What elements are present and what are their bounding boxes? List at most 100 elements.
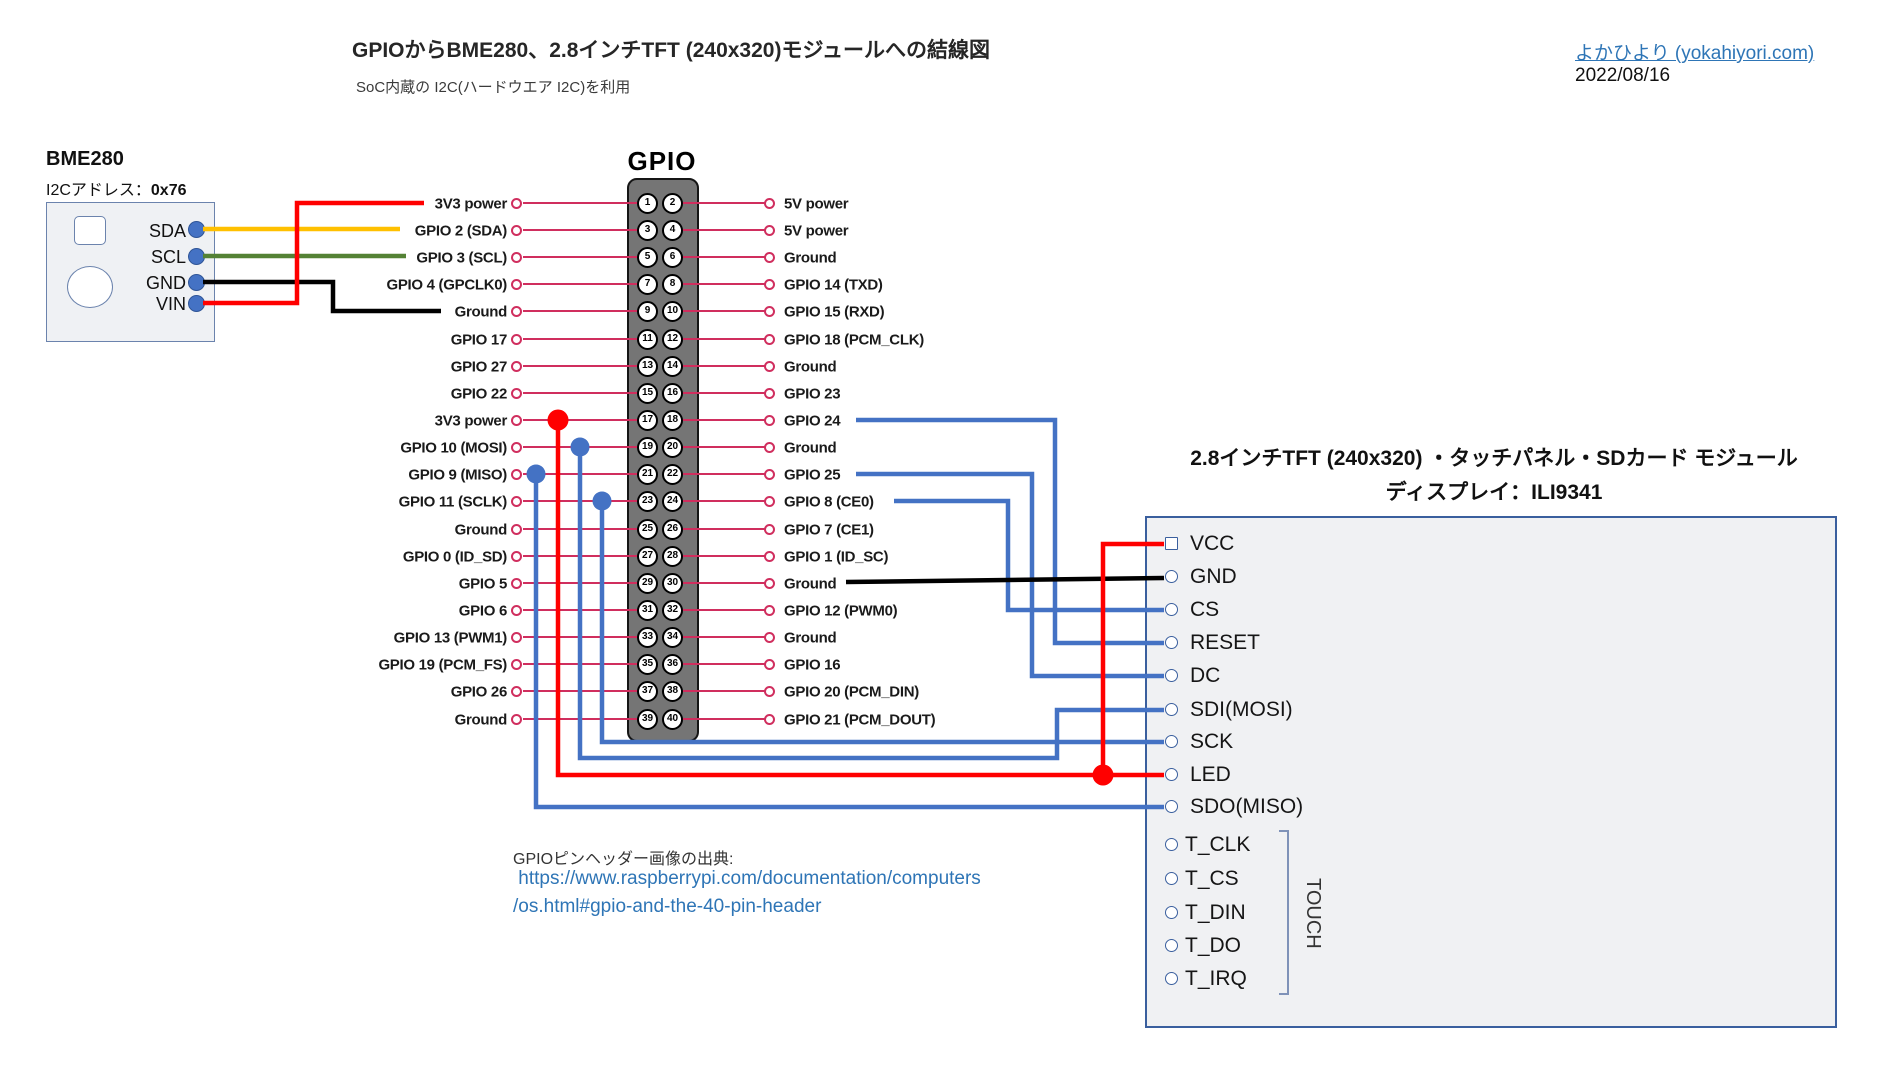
pin-number: 16 bbox=[662, 383, 683, 404]
leader-dot-left bbox=[511, 714, 522, 725]
tft-pin-row: SCK bbox=[0, 729, 1899, 755]
pin-number: 9 bbox=[637, 301, 658, 322]
pin-number: 20 bbox=[662, 437, 683, 458]
gpio-right-label: Ground bbox=[784, 439, 837, 456]
pin-number: 19 bbox=[637, 437, 658, 458]
leader-line-right bbox=[683, 419, 766, 421]
gpio-right-label: GPIO 18 (PCM_CLK) bbox=[784, 331, 924, 348]
gpio-right-label: GPIO 14 (TXD) bbox=[784, 276, 883, 293]
tft-pin-label: SDI(MOSI) bbox=[1190, 698, 1293, 721]
leader-dot-left bbox=[511, 306, 522, 317]
tft-pin-square bbox=[1165, 537, 1178, 550]
leader-dot-left bbox=[511, 496, 522, 507]
leader-line-left bbox=[523, 473, 640, 475]
tft-pin-label: CS bbox=[1190, 598, 1220, 621]
tft-touch-pin-row: T_DO bbox=[0, 933, 1899, 959]
bme280-mount-hole bbox=[67, 266, 113, 308]
leader-dot-right bbox=[764, 252, 775, 263]
tft-pin-circle bbox=[1165, 570, 1178, 583]
tft-pin-circle bbox=[1165, 972, 1178, 985]
pin-number: 13 bbox=[637, 356, 658, 377]
pin-number: 21 bbox=[637, 464, 658, 485]
leader-line-left bbox=[523, 690, 640, 692]
pin-number: 1 bbox=[637, 193, 658, 214]
leader-line-right bbox=[683, 500, 766, 502]
gpio-left-label: GPIO 5 bbox=[458, 575, 508, 592]
leader-dot-left bbox=[511, 632, 522, 643]
pin-number: 8 bbox=[662, 274, 683, 295]
gpio-right-label: GPIO 23 bbox=[784, 385, 841, 402]
leader-line-right bbox=[683, 392, 766, 394]
pin-number: 17 bbox=[637, 410, 658, 431]
leader-dot-right bbox=[764, 306, 775, 317]
image-source-caption: GPIOピンヘッダー画像の出典: bbox=[513, 851, 734, 868]
site-link[interactable]: よかひより (yokahiyori.com) bbox=[1575, 43, 1815, 64]
tft-pin-label: SDO(MISO) bbox=[1190, 795, 1304, 818]
tft-pin-circle bbox=[1165, 838, 1178, 851]
i2c-address-label: I2Cアドレス： bbox=[46, 182, 151, 199]
tft-pin-row: CS bbox=[0, 597, 1899, 623]
pin-number: 6 bbox=[662, 247, 683, 268]
pin-number: 3 bbox=[637, 220, 658, 241]
tft-pin-label: SCK bbox=[1190, 730, 1234, 753]
pin-number: 15 bbox=[637, 383, 658, 404]
tft-pin-circle bbox=[1165, 800, 1178, 813]
bme280-sensor-square bbox=[74, 216, 106, 245]
gpio-left-label: GPIO 4 (GPCLK0) bbox=[386, 276, 507, 293]
leader-dot-right bbox=[764, 496, 775, 507]
pin-number: 7 bbox=[637, 274, 658, 295]
leader-dot-right bbox=[764, 334, 775, 345]
leader-dot-right bbox=[764, 198, 775, 209]
gpio-left-label: GPIO 19 (PCM_FS) bbox=[378, 656, 507, 673]
touch-group-label: TOUCH bbox=[1302, 878, 1324, 949]
bme280-pin-label: SCL bbox=[150, 247, 186, 267]
tft-pin-row: DC bbox=[0, 663, 1899, 689]
tft-pin-label: T_DO bbox=[1185, 934, 1242, 957]
gpio-left-label: GPIO 2 (SDA) bbox=[414, 222, 508, 239]
gpio-left-label: GPIO 10 (MOSI) bbox=[400, 439, 507, 456]
gpio-left-label: 3V3 power bbox=[434, 195, 508, 212]
tft-touch-pin-row: T_CLK bbox=[0, 832, 1899, 858]
leader-dot-left bbox=[511, 252, 522, 263]
pin-number: 24 bbox=[662, 491, 683, 512]
tft-pin-circle bbox=[1165, 906, 1178, 919]
tft-touch-pin-row: T_DIN bbox=[0, 900, 1899, 926]
gpio-title: GPIO bbox=[627, 146, 697, 176]
leader-line-right bbox=[683, 528, 766, 530]
leader-line-left bbox=[523, 365, 640, 367]
tft-pin-row: GND bbox=[0, 564, 1899, 590]
gpio-left-label: 3V3 power bbox=[434, 412, 508, 429]
bme280-pin-label: SDA bbox=[148, 221, 186, 241]
tft-pin-row: LED bbox=[0, 762, 1899, 788]
source-url-line2[interactable]: /os.html#gpio-and-the-40-pin-header bbox=[513, 896, 822, 917]
bme280-pin-label: VIN bbox=[155, 294, 186, 314]
leader-dot-left bbox=[511, 279, 522, 290]
leader-dot-left bbox=[511, 415, 522, 426]
tft-pin-circle bbox=[1165, 939, 1178, 952]
leader-dot-right bbox=[764, 361, 775, 372]
leader-dot-left bbox=[511, 551, 522, 562]
pin-number: 2 bbox=[662, 193, 683, 214]
gpio-left-label: GPIO 13 (PWM1) bbox=[393, 629, 508, 646]
leader-dot-right bbox=[764, 388, 775, 399]
pin-number: 5 bbox=[637, 247, 658, 268]
tft-pin-circle bbox=[1165, 603, 1178, 616]
tft-pin-label: GND bbox=[1190, 565, 1237, 588]
tft-title: 2.8インチTFT (240x320) ・タッチパネル・SDカード モジュール bbox=[1190, 447, 1798, 470]
tft-pin-circle bbox=[1165, 669, 1178, 682]
tft-pin-label: VCC bbox=[1190, 532, 1235, 555]
leader-line-right bbox=[683, 310, 766, 312]
tft-pin-label: T_CS bbox=[1185, 867, 1239, 890]
tft-touch-pin-row: T_IRQ bbox=[0, 966, 1899, 992]
source-url-line1[interactable]: https://www.raspberrypi.com/documentatio… bbox=[513, 868, 981, 889]
leader-line-left bbox=[523, 229, 640, 231]
gpio-left-label: GPIO 26 bbox=[450, 683, 508, 700]
leader-line-right bbox=[683, 365, 766, 367]
leader-line-right bbox=[683, 473, 766, 475]
